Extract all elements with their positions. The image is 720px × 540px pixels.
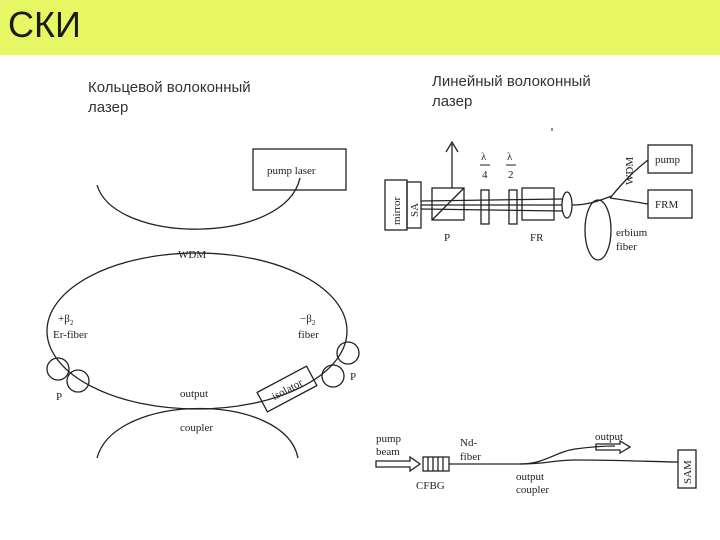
linear-wdm-label: WDM [624, 157, 636, 185]
ring-fiber-label: fiber [298, 329, 319, 341]
collimating-lens [561, 191, 573, 219]
nd-fiber-label: fiber [460, 451, 481, 463]
frm-box [647, 189, 693, 219]
fiber-lead [571, 195, 613, 206]
linear-pump-label: pump [655, 154, 681, 166]
frm-label: FRM [655, 199, 678, 211]
er-fiber-label: Er-fiber [53, 329, 88, 341]
title-bar: СКИ [0, 0, 720, 55]
mirror-label: mirror [391, 197, 403, 225]
linear-caption-line-1: Линейный волоконный [432, 73, 591, 90]
isolator-label: isolator [270, 377, 305, 403]
minus-beta-label: −β2 [300, 313, 316, 327]
output-coupler-line-1: output [516, 471, 544, 483]
linear-laser-caption: Линейный волоконный лазер [432, 72, 672, 112]
sam-label: SAM [682, 460, 694, 484]
polarization-controller-left-2 [66, 369, 90, 393]
linear-laser-labels: mirror SA P λ 4 λ 2 FR WDM pump FRM erbi… [391, 151, 681, 253]
pump-label: pump [376, 433, 402, 445]
ring-caption-line-1: Кольцевой волоконный [88, 79, 251, 96]
output-arrow [595, 439, 632, 455]
ring-p-left-label: P [56, 391, 62, 403]
polarization-controller-right-1 [336, 341, 360, 365]
quarter-waveplate [480, 189, 490, 225]
half-denominator: 2 [508, 169, 514, 181]
lambda-quarter-label: λ [481, 151, 487, 163]
faraday-rotator-box [521, 187, 555, 221]
slide-title: СКИ [8, 4, 81, 45]
half-waveplate [508, 189, 518, 225]
pump-laser-label: pump laser [267, 165, 316, 177]
linear-pump-box [647, 144, 693, 174]
ring-output-label: output [180, 388, 208, 400]
lambda-half-label: λ [507, 151, 513, 163]
fr-label: FR [530, 232, 544, 244]
ring-coupler-label: coupler [180, 422, 213, 434]
wdm-coupling-arc [96, 177, 301, 230]
ring-wdm-label: WDM [178, 249, 206, 261]
isolator-box [256, 365, 318, 413]
ring-laser-diagram [46, 148, 360, 459]
output-arrow-head [445, 140, 459, 153]
wdm-pump-fiber [609, 159, 649, 199]
pump-beam-arrow [375, 455, 422, 473]
ring-caption-line-2: лазер [88, 99, 129, 116]
nd-output-label: output [595, 431, 623, 443]
nd-laser-diagram [375, 439, 697, 489]
coupler-upper-branch [519, 445, 616, 465]
nd-laser-labels: pump beam Nd- fiber CFBG output output c… [376, 431, 694, 496]
polarization-controller-left-1 [46, 357, 70, 381]
wdm-frm-fiber [609, 197, 649, 205]
quarter-denominator: 4 [482, 169, 488, 181]
erbium-fiber-loop [584, 199, 612, 261]
output-coupler-line-2: coupler [516, 484, 549, 496]
erbium-fiber-label: fiber [616, 241, 637, 253]
beam-label: beam [376, 446, 400, 458]
erbium-label: erbium [616, 227, 648, 239]
polarization-controller-right-2 [321, 364, 345, 388]
linear-caption-line-2: лазер [432, 93, 473, 110]
nd-label: Nd- [460, 437, 477, 449]
polarizer-diagonal [431, 187, 465, 221]
beam-upper [420, 198, 563, 202]
output-coupling-arc [96, 407, 299, 459]
polarizer-cube [431, 187, 465, 221]
plus-beta-label: +β2 [58, 313, 74, 327]
pump-laser-box [252, 148, 347, 191]
linear-p-label: P [444, 232, 450, 244]
cfbg-box [422, 456, 450, 472]
ring-laser-labels: pump laser WDM +β2 Er-fiber −β2 fiber P … [53, 165, 356, 434]
beam-lower [420, 208, 563, 212]
ring-p-right-label: P [350, 371, 356, 383]
ring-laser-caption: Кольцевой волоконный лазер [88, 78, 338, 118]
sa-label: SA [409, 203, 421, 217]
sam-box [677, 449, 697, 489]
coupler-lower-branch [519, 459, 679, 465]
cfbg-label: CFBG [416, 480, 445, 492]
linear-laser-diagram [384, 140, 693, 261]
